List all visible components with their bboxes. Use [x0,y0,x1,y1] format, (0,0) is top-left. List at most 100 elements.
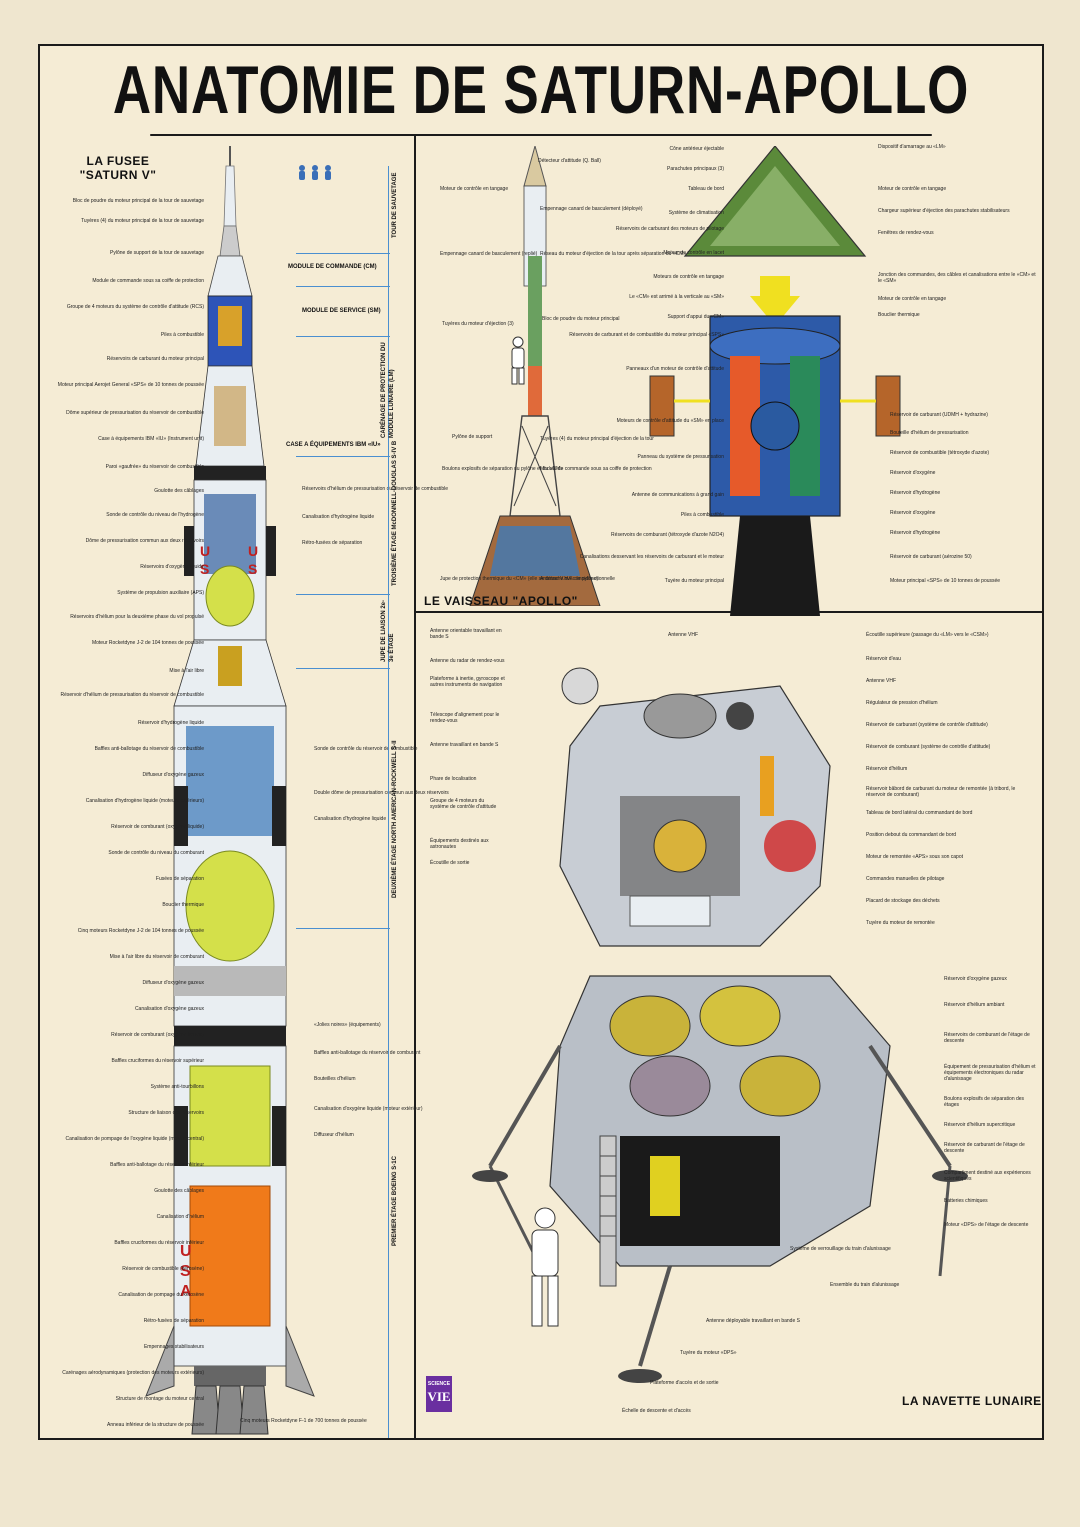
apollo-caption: LE VAISSEAU "APOLLO" [424,594,578,608]
apollo-label: Support d'appui du «CM» [667,314,724,320]
apollo-label: Le «CM» est arrimé à la verticale au «SM… [629,294,724,300]
apollo-label: Détecteur d'attitude (Q. Ball) [538,158,601,164]
apollo-label: Dispositif d'amarrage au «LM» [878,144,946,150]
svg-text:A: A [180,1283,192,1300]
lm-label: Système de verrouillage du train d'aluni… [790,1246,891,1252]
apollo-label: Réservoirs de carburant des moteurs de p… [615,226,724,232]
apollo-label: Tableau de bord [688,186,724,192]
svg-text:U: U [200,543,210,559]
apollo-label: Réseau du moteur d'éjection de la tour a… [540,251,687,257]
saturn-label: Anneau inférieur de la structure de pous… [106,1422,204,1428]
saturn-label: Structure de liaison des réservoirs [128,1110,204,1116]
saturn-label: Piles à combustible [160,332,204,338]
page-title: ANATOMIE DE SATURN-APOLLO [113,46,968,136]
saturn-label: Bouclier thermique [162,902,204,908]
saturn-label: Système de propulsion auxiliaire (APS) [117,590,204,596]
lm-label: Réservoir bâbord de carburant du moteur … [866,786,1016,798]
apollo-label: Système de climatisation [668,210,724,216]
stage-label: TROISIÈME ÉTAGE McDONNELL-DOUGLAS S-IV B [392,440,398,586]
lm-label: Réservoir de carburant de l'étage de des… [944,1142,1025,1154]
apollo-label: Réservoir de carburant (aérozine 50) [890,554,972,560]
saturn-label: Système anti-tourbillons [150,1084,204,1090]
lm-ascent-stage [559,667,831,947]
saturn-label: Canalisation de pompage de l'oxygène liq… [65,1136,204,1142]
apollo-label: Chargeur supérieur d'éjection des parach… [878,208,1010,214]
stage-separator [296,253,390,254]
lm-label: Position debout du commandant de bord [866,832,957,838]
apollo-label: Réservoir de combustible (tétroxyde d'az… [890,450,990,456]
saturn-label: Sonde de contrôle du niveau du comburant [108,850,204,856]
module-label: MODULE DE COMMANDE (CM) [288,264,377,270]
apollo-label: Bloc de poudre du moteur principal [542,316,620,322]
apollo-label: Moteur de contrôle en lacet [663,250,724,256]
apollo-escape-tower [469,146,601,606]
saturn-label: Bloc de poudre du moteur principal de la… [72,198,204,204]
lm-label: Antenne orientable travaillant en bande … [430,628,502,640]
lm-label: Plateforme d'accès et de sortie [650,1380,719,1386]
lm-label: Antenne travaillant en bande S [430,742,499,748]
lm-label: Réservoir d'oxygène gazeux [944,976,1007,982]
lm-label: Compartiment destiné aux expériences sci… [944,1170,1031,1182]
lm-label: Télescope d'alignement pour le rendez-vo… [430,712,500,724]
apollo-label: Réservoir d'hydrogène [890,490,941,496]
lm-label: Tuyère du moteur «DPS» [680,1350,737,1356]
saturn-label: Réservoir de comburant (oxygène liquide) [111,1032,204,1038]
saturn-label: Sonde de contrôle du niveau de l'hydrogè… [106,512,204,518]
divider-vertical [414,134,416,1440]
saturn-label: Canalisation d'oxygène liquide (moteur e… [314,1106,423,1112]
saturn-label: Structure de montage du moteur central [115,1396,204,1402]
apollo-label: Réservoir d'oxygène [890,470,936,476]
apollo-label: Réservoir d'oxygène [890,510,936,516]
saturn-label: Diffuseur d'hélium [314,1132,354,1138]
lm-label: Réservoir d'hélium supercritique [944,1122,1016,1128]
saturn-label: Empennages stabilisateurs [143,1344,204,1350]
lm-label: Réservoir de carburant (système de contr… [866,722,988,728]
stage-separator [296,668,390,669]
lm-label: Réservoir d'hélium ambiant [944,1002,1005,1008]
saturn-label: Sonde de contrôle du réservoir de combus… [314,746,418,752]
saturn-label: Fusées de séparation [155,876,204,882]
lm-label: Ensemble du train d'alunissage [830,1282,900,1288]
saturn-label: Réservoirs d'hélium de pressurisation du… [302,486,449,492]
apollo-label: Tuyère du moteur principal [664,578,724,584]
lm-label: Régulateur de pression d'hélium [866,700,938,706]
divider-horizontal [416,611,1044,613]
apollo-label: Moteur principal «SPS» de 10 tonnes de p… [890,578,1001,584]
saturn-label: Baffles anti-ballotage du réservoir de c… [94,746,204,752]
stage-label: JUPE DE LIAISON 2e-3e ÉTAGE [381,599,395,662]
saturn-label: Canalisation d'oxygène gazeux [134,1006,204,1012]
saturn-label: Double dôme de pressurisation commun aux… [314,790,449,796]
lm-label: Réservoir d'hélium [866,766,908,772]
lm-label: Boulons explosifs de séparation des étag… [944,1096,1025,1108]
saturn-label: Réservoir de combustible (kérosène) [122,1266,204,1272]
apollo-label: Empennage canard de basculement (déployé… [540,206,643,212]
saturn-label: Diffuseur d'oxygène gazeux [142,772,204,778]
lm-label: Batteries chimiques [944,1198,988,1204]
apollo-label: Moteur de contrôle en tangage [878,296,947,302]
saturn-label: Réservoirs d'oxygène liquide [140,564,204,570]
apollo-label: Parachutes principaux (3) [667,166,724,172]
saturn-label: Cinq moteurs Rocketdyne J-2 de 104 tonne… [77,928,204,934]
saturn-label: Baffles anti-ballotage du réservoir de c… [314,1050,421,1056]
saturn-label: Case à équipements IBM «IU» (Instrument … [98,436,204,442]
saturn-label: Tuyères (4) du moteur principal de la to… [81,218,204,224]
saturn-label: Paroi «gaufrée» du réservoir de combusti… [105,464,204,470]
science-vie-logo: SCIENCE VIE [426,1376,452,1412]
saturn-label: Baffles cruciformes du réservoir inférie… [114,1240,204,1246]
saturn-heading: LA FUSEE "SATURN V" [78,154,158,182]
saturn-label: Baffles anti-ballotage du réservoir infé… [110,1162,204,1168]
saturn-label: Rétro-fusées de séparation [302,540,363,546]
saturn-label: Dôme de pressurisation commun aux deux r… [85,538,204,544]
stage-separator [296,594,390,595]
apollo-label: Canalisations desservant les réservoirs … [579,554,724,560]
lm-label: Réservoir d'eau [866,656,901,662]
saturn-label: Mise à l'air libre du réservoir de combu… [109,954,204,960]
saturn-label: Canalisation d'hélium [156,1214,204,1220]
astronaut-figure-icon [511,336,525,385]
saturn-label: Canalisation d'hydrogène liquide [302,514,375,520]
lm-label: Groupe de 4 moteurs du système de contrô… [430,798,497,810]
saturn-label: Réservoir de comburant (oxygène liquide) [111,824,204,830]
lm-label: Placard de stockage des déchets [866,898,940,904]
lm-descent-stage [472,975,968,1383]
saturn-label: Cinq moteurs Rocketdyne F-1 de 700 tonne… [240,1418,367,1424]
